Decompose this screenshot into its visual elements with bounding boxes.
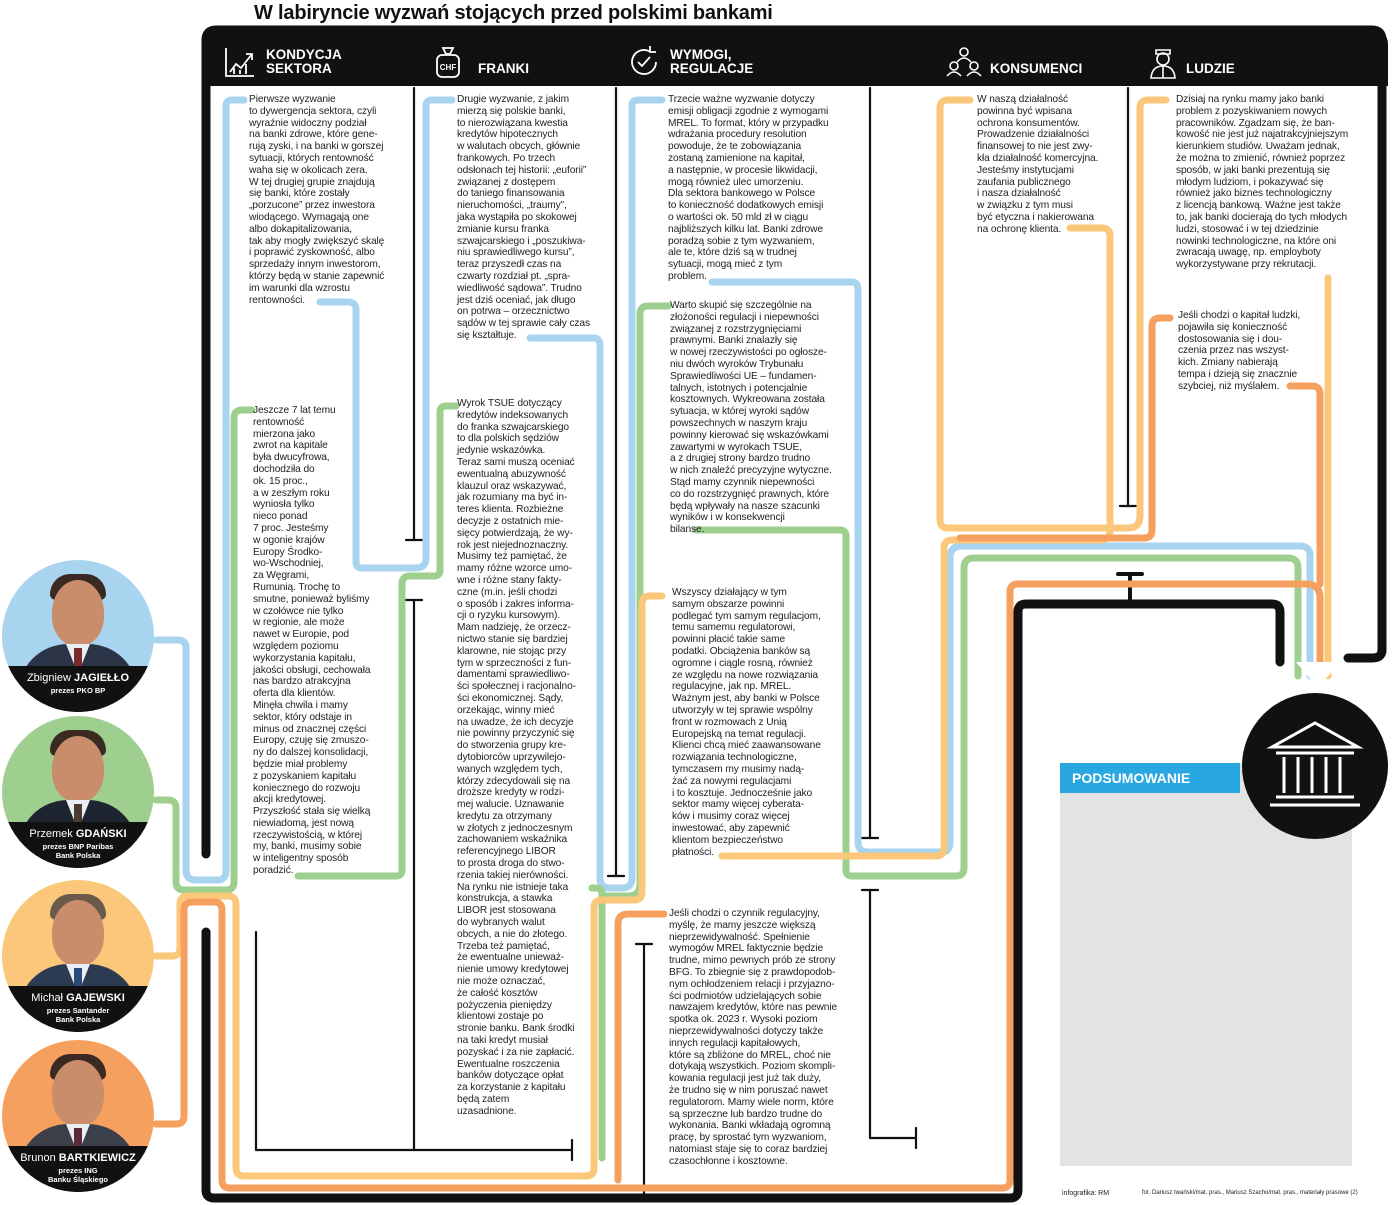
svg-text:CHF: CHF xyxy=(440,63,457,72)
column-header-franki: CHF FRANKI xyxy=(434,42,529,82)
quote-wymogi-2: Warto skupić się szczególnie na złożonoś… xyxy=(670,300,832,536)
header-bar xyxy=(202,28,1388,86)
quote-kondycja-2: Jeszcze 7 lat temu rentowność mierzona j… xyxy=(253,405,371,877)
line-green xyxy=(152,302,1302,1162)
quote-konsumenci-1: W naszą działalność powinna być wpisana … xyxy=(977,94,1099,235)
column-label: WYMOGI, REGULACJE xyxy=(670,47,754,76)
quote-wymogi-3: Wszyscy działający w tym samym obszarze … xyxy=(672,587,821,858)
infographic-title: W labiryncie wyzwań stojących przed pols… xyxy=(254,2,773,24)
line-black-frame xyxy=(201,25,1387,859)
quote-ludzie-1: Dzisiaj na rynku mamy jako banki problem… xyxy=(1176,94,1349,271)
quote-wymogi-1: Trzecie ważne wyzwanie dotyczy emisji ob… xyxy=(668,94,829,282)
bank-building-icon xyxy=(1266,721,1364,807)
quote-wymogi-4: Jeśli chodzi o czynnik regulacyjny, myśl… xyxy=(669,908,838,1167)
line-black-summary-tick xyxy=(1116,572,1144,606)
column-header-kondycja: KONDYCJA SEKTORA xyxy=(222,42,342,82)
column-label: LUDZIE xyxy=(1186,61,1235,76)
column-header-wymogi: WYMOGI, REGULACJE xyxy=(626,42,753,82)
column-header-konsumenci: KONSUMENCI xyxy=(946,42,1082,82)
column-header-ludzie: LUDZIE xyxy=(1148,42,1235,82)
cycle-arrows-icon xyxy=(626,44,662,80)
people-group-icon xyxy=(946,44,982,80)
bank-circle xyxy=(1242,693,1388,839)
quote-ludzie-2: Jeśli chodzi o kapitał ludzki, pojawiła … xyxy=(1178,310,1301,392)
credit-photos: fot. Dariusz Iwański/mat. pras., Mariusz… xyxy=(1142,1190,1358,1196)
quote-franki-2: Wyrok TSUE dotyczący kredytów indeksowan… xyxy=(457,398,576,1117)
column-label: KONDYCJA SEKTORA xyxy=(266,47,342,76)
credit-infographic: infografika: RM xyxy=(1062,1190,1110,1197)
column-label: KONSUMENCI xyxy=(990,61,1083,76)
quote-franki-1: Drugie wyzwanie, z jakim mierzą się pols… xyxy=(457,94,590,341)
line-black-bottom xyxy=(201,599,1285,1203)
column-label: FRANKI xyxy=(478,61,529,76)
summary-heading: PODSUMOWANIE xyxy=(1060,763,1240,793)
quote-kondycja-1: Pierwsze wyzwanie to dywergencja sektora… xyxy=(249,94,385,306)
growth-chart-icon xyxy=(222,44,258,80)
chf-money-bag-icon: CHF xyxy=(434,44,470,80)
line-blue xyxy=(152,96,1314,892)
line-orange xyxy=(152,314,1324,1192)
person-icon xyxy=(1148,44,1178,80)
